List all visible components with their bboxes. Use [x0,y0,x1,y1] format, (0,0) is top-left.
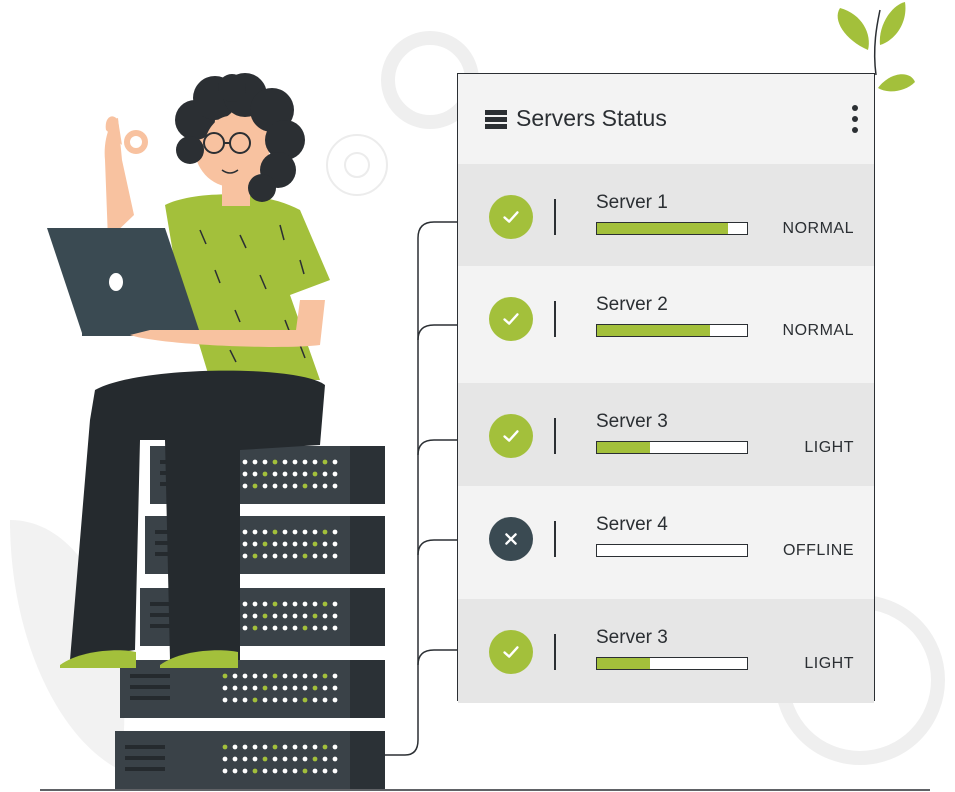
status-label: LIGHT [804,655,854,672]
server-name: Server 4 [596,514,668,535]
close-icon [489,517,533,561]
divider [554,418,556,454]
status-label: LIGHT [804,439,854,456]
load-bar [596,324,748,337]
load-bar [596,222,748,235]
check-icon [489,195,533,239]
connector-lines [385,221,457,756]
load-bar-fill [597,442,650,453]
load-bar [596,657,748,670]
load-bar-fill [597,658,650,669]
load-bar-fill [597,325,710,336]
server-row[interactable]: Server 3 LIGHT [458,599,874,703]
plant-icon [837,2,915,92]
server-row[interactable]: Server 1 NORMAL [458,164,874,268]
server-row[interactable]: Server 2 NORMAL [458,266,874,370]
status-label: OFFLINE [782,542,854,559]
status-label: NORMAL [782,322,854,339]
server-name: Server 2 [596,294,668,315]
server-name: Server 3 [596,627,668,648]
server-row[interactable]: Server 3 LIGHT [458,383,874,487]
status-label: NORMAL [782,220,854,237]
server-rack-stack [115,446,385,789]
divider [554,521,556,557]
load-bar [596,544,748,557]
check-icon [489,297,533,341]
person [47,73,330,668]
load-bar-fill [597,223,728,234]
background-gear-small-icon [326,134,388,196]
panel-header: Servers Status [458,74,874,164]
divider [554,199,556,235]
check-icon [489,630,533,674]
server-name: Server 3 [596,411,668,432]
server-row[interactable]: Server 4 OFFLINE [458,486,874,590]
panel-title: Servers Status [516,105,667,131]
check-icon [489,414,533,458]
divider [554,634,556,670]
load-bar [596,441,748,454]
divider [554,301,556,337]
server-stack-icon [485,110,507,130]
server-name: Server 1 [596,192,668,213]
more-vertical-icon[interactable] [851,105,859,133]
servers-status-panel: Servers Status Server 1 NORMAL Server 2 NOR… [457,73,875,703]
